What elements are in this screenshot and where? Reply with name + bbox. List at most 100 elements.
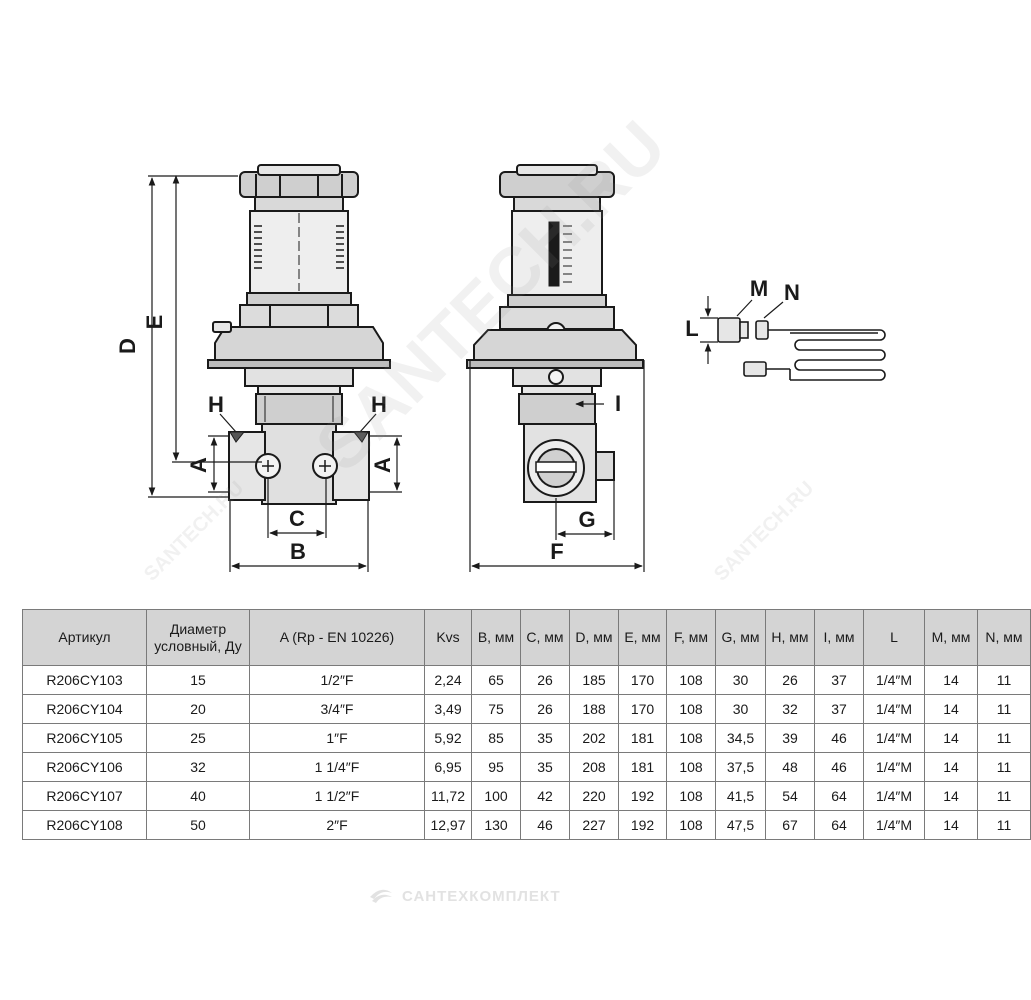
table-cell: 32 xyxy=(146,752,250,782)
dimension-label-a-left: A xyxy=(186,457,211,473)
dimension-label-g: G xyxy=(578,507,595,532)
table-cell: 26 xyxy=(520,665,570,695)
table-cell: 50 xyxy=(146,810,250,840)
table-cell: 108 xyxy=(666,723,716,753)
table-cell: 3/4″F xyxy=(249,694,425,724)
table-cell: 108 xyxy=(666,665,716,695)
table-cell: 202 xyxy=(569,723,619,753)
table-cell: 14 xyxy=(924,810,978,840)
table-cell: 170 xyxy=(618,694,667,724)
dimension-label-e: E xyxy=(142,315,167,330)
header-cell: L xyxy=(863,609,925,666)
table-cell: 1/4″M xyxy=(863,665,925,695)
dimension-label-h-right: H xyxy=(371,392,387,417)
table-cell: 12,97 xyxy=(424,810,472,840)
table-cell: 1 1/4″F xyxy=(249,752,425,782)
dimension-label-a-right: A xyxy=(370,457,395,473)
table-cell: R206CY106 xyxy=(22,752,147,782)
table-cell: R206CY104 xyxy=(22,694,147,724)
table-cell: 1 1/2″F xyxy=(249,781,425,811)
dimension-label-c: C xyxy=(289,506,305,531)
table-cell: 64 xyxy=(814,781,864,811)
header-cell: I, мм xyxy=(814,609,864,666)
brand-name: САНТЕХКОМПЛЕКТ xyxy=(402,887,561,905)
header-cell: M, мм xyxy=(924,609,978,666)
table-cell: 220 xyxy=(569,781,619,811)
table-cell: 32 xyxy=(765,694,815,724)
table-cell: 65 xyxy=(471,665,521,695)
table-cell: 108 xyxy=(666,781,716,811)
table-cell: 14 xyxy=(924,665,978,695)
table-cell: 2,24 xyxy=(424,665,472,695)
table-cell: 108 xyxy=(666,694,716,724)
valve-drawing: D E A A H H C B G F I L M N xyxy=(115,164,886,572)
table-cell: 37 xyxy=(814,665,864,695)
valve-front-view xyxy=(207,164,391,505)
table-cell: 192 xyxy=(618,781,667,811)
table-cell: 75 xyxy=(471,694,521,724)
dimension-label-l: L xyxy=(685,316,698,341)
dimension-label-d: D xyxy=(115,338,140,354)
table-cell: 20 xyxy=(146,694,250,724)
table-cell: 1/4″M xyxy=(863,752,925,782)
table-cell: 5,92 xyxy=(424,723,472,753)
header-cell: Диаметр условный, Ду xyxy=(146,609,250,666)
dimension-label-h-left: H xyxy=(208,392,224,417)
table-cell: 181 xyxy=(618,752,667,782)
table-cell: 47,5 xyxy=(715,810,766,840)
impulse-tube xyxy=(717,317,886,381)
table-cell: 1/4″M xyxy=(863,810,925,840)
table-cell: 46 xyxy=(814,723,864,753)
table-cell: 108 xyxy=(666,810,716,840)
table-cell: R206CY108 xyxy=(22,810,147,840)
table-cell: 67 xyxy=(765,810,815,840)
table-cell: R206CY103 xyxy=(22,665,147,695)
table-cell: 35 xyxy=(520,752,570,782)
table-cell: 42 xyxy=(520,781,570,811)
header-cell: Kvs xyxy=(424,609,472,666)
dimension-label-m: M xyxy=(750,276,768,301)
header-cell: H, мм xyxy=(765,609,815,666)
table-cell: 227 xyxy=(569,810,619,840)
dimension-label-n: N xyxy=(784,280,800,305)
table-cell: 1/4″M xyxy=(863,694,925,724)
table-cell: 39 xyxy=(765,723,815,753)
header-cell: D, мм xyxy=(569,609,619,666)
table-cell: 85 xyxy=(471,723,521,753)
header-cell: C, мм xyxy=(520,609,570,666)
table-cell: 35 xyxy=(520,723,570,753)
dimension-lines xyxy=(148,175,784,572)
table-cell: 46 xyxy=(814,752,864,782)
table-cell: 1/2″F xyxy=(249,665,425,695)
spec-table: Артикул Диаметр условный, Ду A (Rp - EN … xyxy=(22,609,1031,840)
table-cell: 41,5 xyxy=(715,781,766,811)
table-cell: 14 xyxy=(924,694,978,724)
dimension-label-i: I xyxy=(615,391,621,416)
table-cell: 30 xyxy=(715,665,766,695)
table-cell: 185 xyxy=(569,665,619,695)
table-cell: 54 xyxy=(765,781,815,811)
valve-side-view xyxy=(466,164,644,503)
table-cell: 192 xyxy=(618,810,667,840)
table-cell: 208 xyxy=(569,752,619,782)
table-cell: 100 xyxy=(471,781,521,811)
dimension-label-b: B xyxy=(290,539,306,564)
header-cell: N, мм xyxy=(977,609,1031,666)
table-cell: 11 xyxy=(977,752,1031,782)
table-cell: 1/4″M xyxy=(863,723,925,753)
table-cell: 6,95 xyxy=(424,752,472,782)
table-cell: 37,5 xyxy=(715,752,766,782)
table-cell: 1/4″M xyxy=(863,781,925,811)
table-cell: 14 xyxy=(924,752,978,782)
header-cell: E, мм xyxy=(618,609,667,666)
header-cell: G, мм xyxy=(715,609,766,666)
table-cell: 34,5 xyxy=(715,723,766,753)
table-cell: 26 xyxy=(765,665,815,695)
table-cell: 30 xyxy=(715,694,766,724)
table-cell: 95 xyxy=(471,752,521,782)
table-cell: 188 xyxy=(569,694,619,724)
